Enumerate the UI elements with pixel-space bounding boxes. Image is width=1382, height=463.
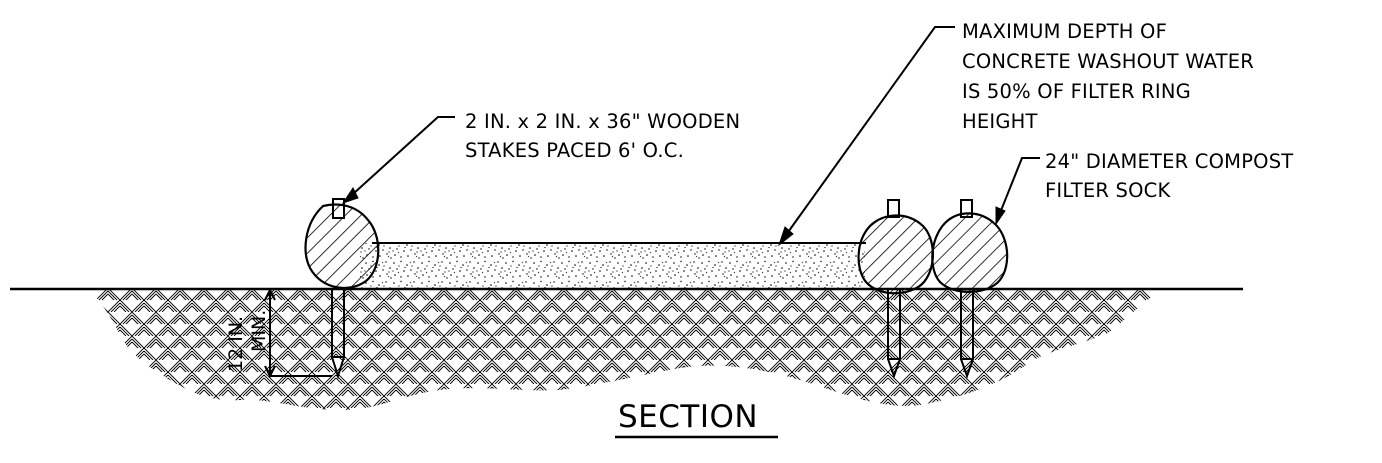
washout-water <box>360 242 866 289</box>
max-depth-leader <box>777 26 955 247</box>
soil-hatch <box>88 289 1162 410</box>
max-depth-label-line-3: IS 50% OF FILTER RING <box>962 80 1191 103</box>
max-depth-label-line-1: MAXIMUM DEPTH OF <box>962 20 1167 43</box>
dimension-qualifier: MIN. <box>248 310 270 352</box>
section-title: SECTION <box>618 399 758 435</box>
sock-label-line-1: 24" DIAMETER COMPOST <box>1045 150 1293 173</box>
dimension-value: 12 IN. <box>225 316 247 372</box>
sock-leader <box>995 157 1040 226</box>
stakes-label-line-2: STAKES PACED 6' O.C. <box>465 139 684 162</box>
embed-depth-dimension: 12 IN. MIN. <box>225 287 332 379</box>
stakes-leader <box>341 116 455 204</box>
max-depth-label-line-2: CONCRETE WASHOUT WATER <box>962 50 1254 73</box>
filter-sock-right <box>931 199 1009 380</box>
stakes-label-line-1: 2 IN. x 2 IN. x 36" WOODEN <box>465 110 740 133</box>
max-depth-label-line-4: HEIGHT <box>962 110 1038 133</box>
sock-label-line-2: FILTER SOCK <box>1045 179 1171 202</box>
filter-sock-left <box>304 198 380 380</box>
filter-sock-middle <box>857 199 934 380</box>
